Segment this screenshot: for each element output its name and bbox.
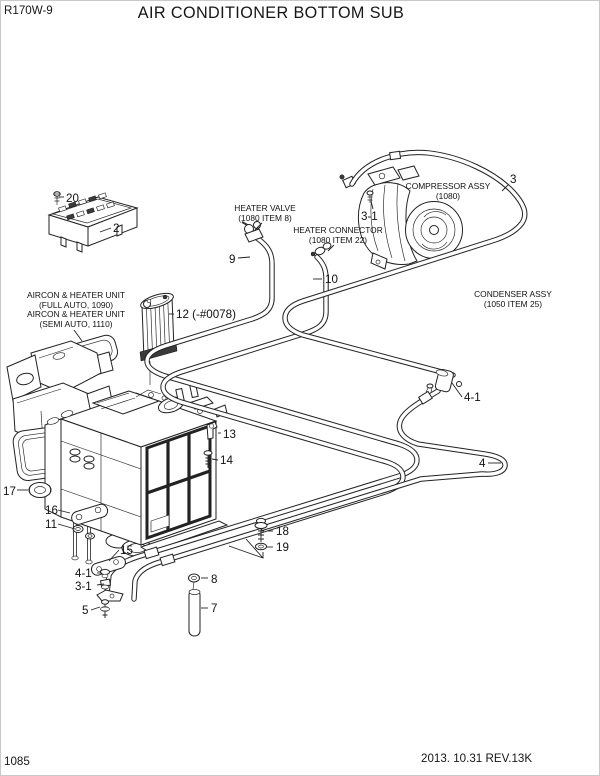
callout-11: 11	[45, 518, 57, 531]
label-aircon-unit-semi: AIRCON & HEATER UNIT	[27, 309, 125, 319]
label-heater-connector: HEATER CONNECTOR	[293, 225, 383, 235]
callout-10: 10	[325, 273, 338, 286]
callout-13: 13	[223, 428, 236, 441]
callout-3-1-left: 3-1	[75, 580, 92, 593]
label-condenser-assy-ref: (1050 ITEM 25)	[484, 299, 542, 309]
aircon-heater-unit-drawing	[44, 383, 229, 565]
label-compressor-assy-ref: (1080)	[436, 191, 460, 201]
rings-11-drawing	[72, 525, 95, 540]
label-compressor-assy: COMPRESSOR ASSY	[406, 181, 491, 191]
callout-16: 16	[45, 504, 58, 517]
page-number: 1085	[4, 755, 30, 768]
callout-15: 15	[120, 544, 133, 557]
bolt-5-drawing	[100, 599, 110, 618]
callout-5: 5	[82, 604, 88, 617]
part-name-labels: HEATER VALVE (1080 ITEM 8) HEATER CONNEC…	[27, 181, 552, 329]
callout-18: 18	[276, 525, 289, 538]
callout-numbers: 20 2 3 3-1 9 10 13 14 17 16 11 15 4-1 3-…	[3, 173, 516, 617]
bolt-18-nut-19-drawing	[228, 517, 268, 559]
label-condenser-assy: CONDENSER ASSY	[474, 289, 552, 299]
label-aircon-unit-full: AIRCON & HEATER UNIT	[27, 290, 125, 300]
page-title: AIR CONDITIONER BOTTOM SUB	[138, 4, 404, 22]
callout-8: 8	[211, 573, 217, 586]
fittings-4-1-3-1-left-drawing	[96, 568, 124, 602]
grommet-17-drawing	[28, 482, 52, 498]
label-aircon-unit-full-ref: (FULL AUTO, 1090)	[39, 300, 113, 310]
hose-fitting-4-1-drawing	[425, 368, 462, 393]
callout-17: 17	[3, 485, 16, 498]
label-aircon-unit-semi-ref: (SEMI AUTO, 1110)	[39, 319, 112, 329]
callout-14: 14	[220, 454, 233, 467]
heater-connector-drawing	[310, 242, 332, 257]
callout-4-1-left: 4-1	[75, 567, 92, 580]
label-heater-core-12: 12 (-#0078)	[176, 308, 236, 321]
callout-7: 7	[211, 602, 217, 615]
panel-buttons	[58, 192, 115, 221]
callout-4-1-right: 4-1	[464, 391, 481, 404]
callout-19: 19	[276, 541, 289, 554]
leader-lines	[17, 184, 509, 611]
callout-2: 2	[113, 222, 119, 235]
hose-routing	[104, 149, 528, 602]
callout-3: 3	[510, 173, 516, 186]
plate-16-drawing	[71, 503, 109, 525]
compressor-drawing	[339, 165, 463, 270]
model-code: R170W-9	[4, 4, 53, 17]
label-heater-valve-ref: (1080 ITEM 8)	[238, 213, 292, 223]
label-heater-valve: HEATER VALVE	[234, 203, 296, 213]
bracket-13-drawing	[203, 421, 218, 468]
plate-15-drawing	[90, 555, 126, 576]
callout-9: 9	[229, 253, 235, 266]
drain-tube-7-drawing	[188, 573, 201, 637]
label-heater-connector-ref: (1080 ITEM 22)	[309, 235, 367, 245]
heater-valve-drawing	[241, 221, 264, 243]
revision-date: 2013. 10.31 REV.13K	[421, 752, 532, 765]
callout-4: 4	[479, 457, 486, 470]
control-panel-drawing	[47, 191, 139, 253]
callout-20: 20	[66, 192, 79, 205]
callout-3-1-compressor: 3-1	[361, 210, 378, 223]
